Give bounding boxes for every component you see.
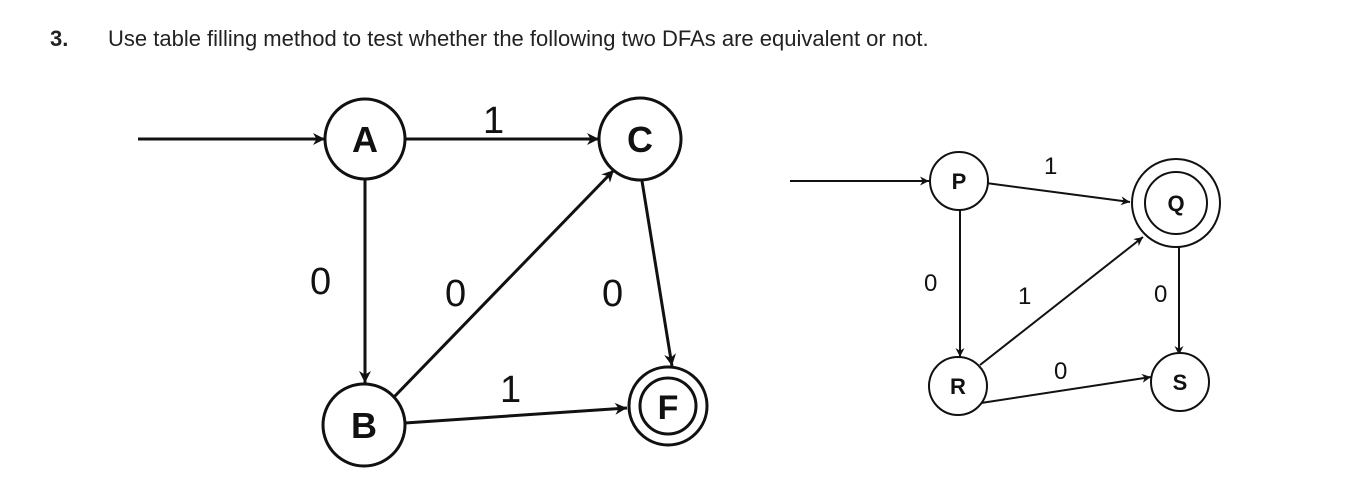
state-p-label: P — [952, 169, 967, 194]
state-q-label: Q — [1167, 191, 1184, 216]
state-c: C — [597, 96, 683, 182]
label-r-s: 0 — [1054, 358, 1067, 385]
label-q-s: 0 — [1154, 281, 1167, 308]
state-s: S — [1150, 352, 1210, 412]
state-b: B — [321, 382, 407, 468]
label-c-f: 0 — [602, 273, 623, 315]
question-number: 3. — [50, 26, 69, 51]
edge-r-s — [980, 373, 1152, 404]
label-b-c: 0 — [445, 273, 466, 315]
state-q-accepting: Q — [1131, 158, 1221, 248]
edge-b-f — [404, 402, 628, 425]
label-p-q: 1 — [1044, 153, 1057, 180]
state-a-label: A — [352, 119, 378, 160]
state-p: P — [929, 151, 989, 211]
label-b-f: 1 — [500, 369, 521, 411]
state-b-label: B — [351, 405, 377, 446]
state-c-label: C — [627, 119, 653, 160]
state-s-label: S — [1173, 370, 1188, 395]
state-r-label: R — [950, 374, 966, 399]
dfa-1: 1 0 0 0 1 A C B F — [138, 96, 709, 468]
edge-r-q — [979, 236, 1144, 366]
edge-p-q — [985, 182, 1131, 206]
label-a-c: 1 — [483, 100, 504, 142]
label-r-q: 1 — [1018, 283, 1031, 310]
edge-b-c — [392, 168, 616, 399]
state-f-label: F — [658, 389, 679, 427]
question-text: Use table filling method to test whether… — [108, 26, 929, 51]
dfa-2: 1 0 1 0 0 P Q R S — [790, 151, 1221, 416]
label-p-r: 0 — [924, 270, 937, 297]
edge-c-f — [640, 180, 677, 367]
state-f-accepting: F — [627, 365, 709, 447]
question: 3. Use table filling method to test wheth… — [50, 26, 929, 52]
state-r: R — [928, 356, 988, 416]
state-a: A — [323, 97, 407, 181]
label-a-b: 0 — [310, 261, 331, 303]
